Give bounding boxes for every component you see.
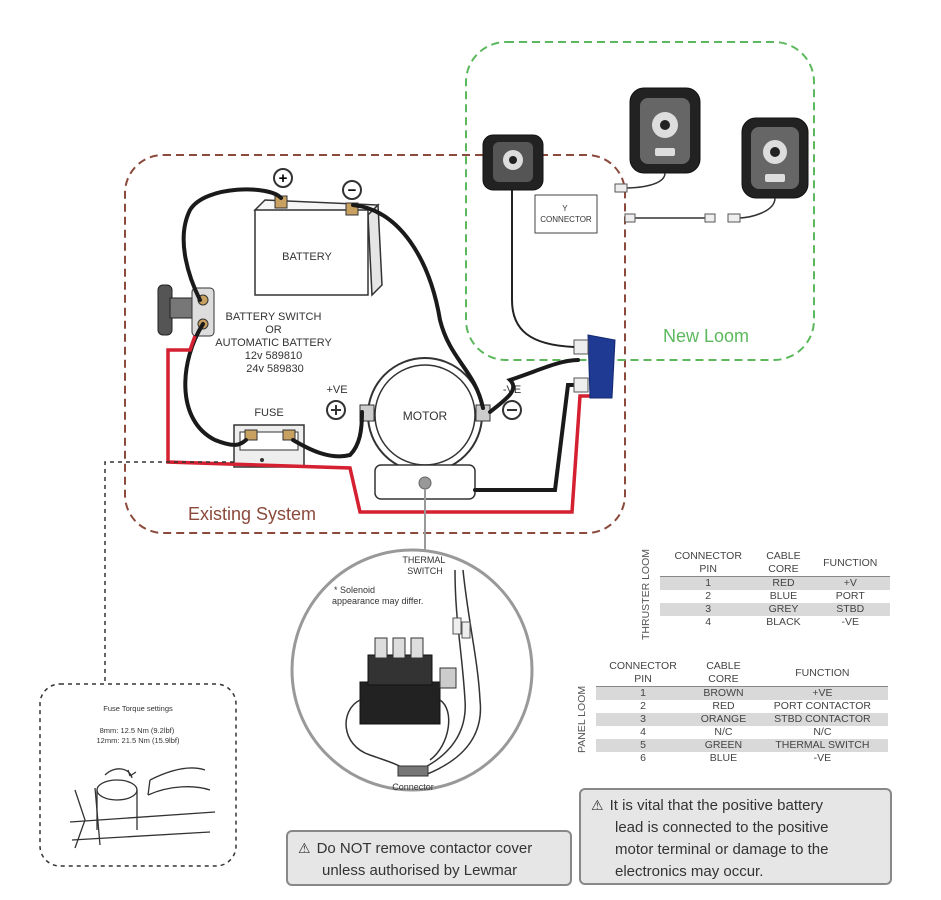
fuse-torque-leader: [104, 461, 234, 685]
loom-plug-bottom: [573, 377, 589, 393]
contactor-warning-line-2: unless authorised by Lewmar: [322, 862, 518, 879]
panel-loom-title: PANEL LOOM: [576, 685, 588, 753]
solenoid-note-line-1: * Solenoid: [334, 585, 375, 595]
panel-cable: [511, 185, 575, 348]
battery-switch-label: BATTERY SWITCH OR AUTOMATIC BATTERY 12v …: [215, 311, 334, 375]
control-panel-small: [482, 134, 544, 191]
battery-switch-line-1: BATTERY SWITCH: [225, 311, 321, 323]
battery-warning: ⚠ It is vital that the positive battery l…: [579, 788, 892, 885]
motor-positive-label: +VE: [326, 384, 347, 396]
control-panel-middle: [629, 87, 701, 174]
thruster-loom-title: THRUSTER LOOM: [640, 548, 652, 640]
fuse-torque-title: Fuse Torque settings: [103, 704, 173, 713]
red-wire: [166, 335, 590, 514]
warning-icon: ⚠: [298, 840, 311, 856]
contactor-warning-line-1: Do NOT remove contactor cover: [316, 840, 533, 857]
battery: [253, 195, 383, 297]
solenoid: [359, 637, 457, 725]
battery-switch-line-4: 12v 589810: [245, 350, 303, 362]
battery-warning-line-1: It is vital that the positive battery: [609, 797, 823, 814]
connector-label: Connector: [392, 782, 434, 792]
battery-negative-sign: −: [348, 182, 357, 199]
battery-positive-icon: [273, 168, 293, 188]
battery-switch: [157, 284, 215, 337]
y-connector-plug: [587, 334, 616, 399]
battery-negative-icon: [342, 180, 362, 200]
fuse-torque-line-1: 8mm: 12.5 Nm (9.2lbf): [100, 726, 175, 735]
thermal-switch-label: THERMAL SWITCH: [402, 555, 447, 576]
thermal-switch-line-2: SWITCH: [407, 566, 443, 576]
existing-system-border: [124, 154, 626, 534]
solenoid-note-line-2: appearance may differ.: [332, 596, 423, 606]
battery-warning-line-2: lead is connected to the positive: [615, 819, 829, 836]
fuse-torque-line-2: 12mm: 21.5 Nm (15.9lbf): [97, 736, 180, 745]
connector-plug: [397, 765, 429, 777]
control-panel-right: [741, 117, 809, 199]
battery-label: BATTERY: [282, 251, 332, 263]
new-loom-label: New Loom: [663, 326, 749, 346]
battery-switch-line-2: OR: [265, 324, 282, 336]
thruster-header-function: FUNCTION: [810, 550, 890, 577]
y-connector-box: [534, 194, 598, 234]
wrench-illustration: [69, 767, 216, 849]
battery-switch-line-5: 24v 589830: [246, 363, 304, 375]
solenoid-note: * Solenoid appearance may differ.: [332, 585, 423, 606]
fuse: [233, 424, 305, 468]
motor-label: MOTOR: [403, 409, 448, 423]
thermal-switch-line-1: THERMAL: [402, 555, 445, 565]
fuse-label: FUSE: [254, 407, 283, 419]
fuse-torque-values: 8mm: 12.5 Nm (9.2lbf) 12mm: 21.5 Nm (15.…: [97, 726, 180, 745]
existing-system-label: Existing System: [188, 504, 316, 524]
battery-switch-line-3: AUTOMATIC BATTERY: [215, 337, 332, 349]
battery-warning-line-4: electronics may occur.: [615, 863, 764, 880]
new-loom-border: [465, 41, 815, 361]
solenoid-wires: [345, 569, 482, 776]
battery-positive-sign: +: [279, 170, 288, 187]
loom-plug-top: [573, 339, 589, 355]
y-connector-label: Y CONNECTOR: [540, 204, 592, 224]
panel-header-function: FUNCTION: [756, 660, 888, 687]
contactor-warning: ⚠ Do NOT remove contactor cover unless au…: [286, 830, 572, 886]
warning-icon: ⚠: [591, 797, 604, 813]
y-connector-line-1: Y: [562, 204, 568, 213]
y-connector-line-2: CONNECTOR: [540, 215, 592, 224]
motor: [359, 357, 491, 500]
battery-warning-line-3: motor terminal or damage to the: [615, 841, 829, 858]
